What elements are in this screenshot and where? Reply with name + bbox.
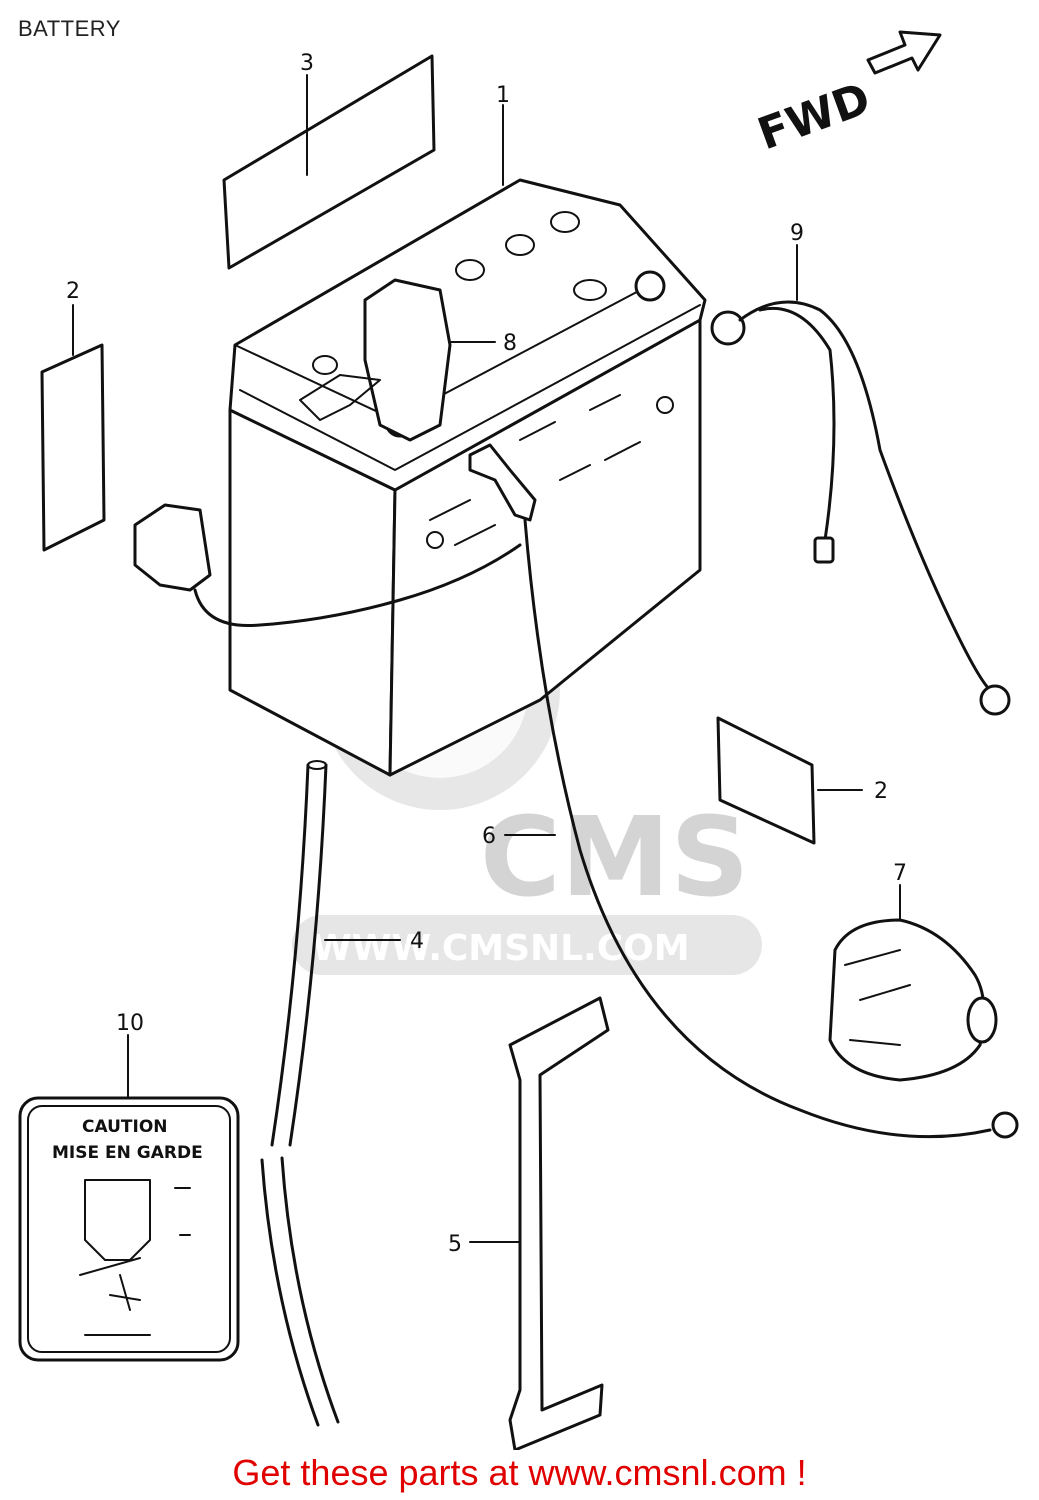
callout-7: 7 (893, 861, 907, 886)
callout-5: 5 (448, 1232, 462, 1257)
callout-6: 6 (482, 824, 496, 849)
callout-4: 4 (410, 929, 424, 954)
part-6-cable: 6 (468, 443, 1019, 1139)
part-8-terminal-cover: 8 (299, 278, 517, 442)
part-5-battery-band: 5 (448, 996, 610, 1450)
parts-diagram: CMS WWW.CMSNL.COM FWD 3 2 (18, 30, 1019, 1450)
part-9-cable: 9 (710, 221, 1011, 716)
watermark-logo-text: CMS (480, 793, 749, 921)
fwd-label: FWD (751, 73, 877, 160)
watermark-url-text: WWW.CMSNL.COM (312, 928, 690, 969)
part-1-battery: 1 (228, 83, 707, 777)
left-terminal-cap (133, 503, 522, 628)
forward-direction-indicator: FWD (751, 30, 942, 160)
callout-3: 3 (300, 51, 314, 76)
callout-8: 8 (503, 331, 517, 356)
caution-line-2: MISE EN GARDE (52, 1143, 203, 1163)
caution-line-1: CAUTION (82, 1117, 168, 1137)
callout-9: 9 (790, 221, 804, 246)
part-2-plate-right: 2 (716, 716, 888, 845)
callout-2-left: 2 (66, 279, 80, 304)
part-4-breather-tube: 4 (260, 760, 424, 1427)
part-3-label-plate: 3 (222, 51, 436, 270)
callout-1: 1 (496, 83, 510, 108)
part-7-terminal-cover: 7 (828, 861, 998, 1082)
part-10-caution-label: CAUTION MISE EN GARDE 10 (18, 1011, 240, 1362)
callout-2-right: 2 (874, 779, 888, 804)
part-2-plate-left: 2 (40, 279, 106, 552)
fwd-arrow-icon (866, 30, 942, 75)
footer-link[interactable]: Get these parts at www.cmsnl.com ! (232, 1452, 807, 1493)
page-title: BATTERY (18, 16, 121, 41)
callout-10: 10 (116, 1011, 144, 1036)
